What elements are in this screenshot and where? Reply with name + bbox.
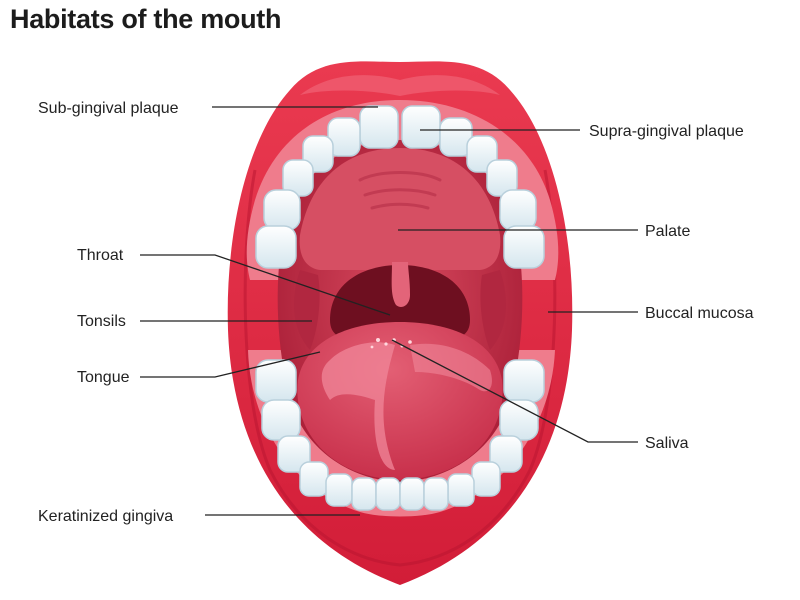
leader-throat [140,254,391,316]
leader-tongue [140,351,321,378]
label-tongue: Tongue [77,369,130,386]
label-tonsils: Tonsils [77,313,126,330]
label-sub-gingival-plaque: Sub-gingival plaque [38,100,179,117]
leader-saliva [391,339,638,443]
label-throat: Throat [77,247,124,264]
palate-ridge [358,171,442,210]
lower-teeth [255,359,545,511]
label-buccal-mucosa: Buccal mucosa [645,305,754,322]
diagram-title: Habitats of the mouth [10,4,282,34]
palate [299,148,501,270]
right-tonsil [480,270,506,350]
tongue-highlight-right [410,343,492,392]
leader-lines [140,106,638,516]
label-palate: Palate [645,223,690,240]
label-keratinized-gingiva: Keratinized gingiva [38,508,173,525]
tongue-highlight [321,342,395,470]
uvula [391,262,410,307]
label-supra-gingival-plaque: Supra-gingival plaque [589,123,744,140]
left-tonsil [294,270,320,350]
upper-lip-highlight [300,75,500,96]
label-saliva: Saliva [645,435,689,452]
upper-teeth [255,105,545,269]
